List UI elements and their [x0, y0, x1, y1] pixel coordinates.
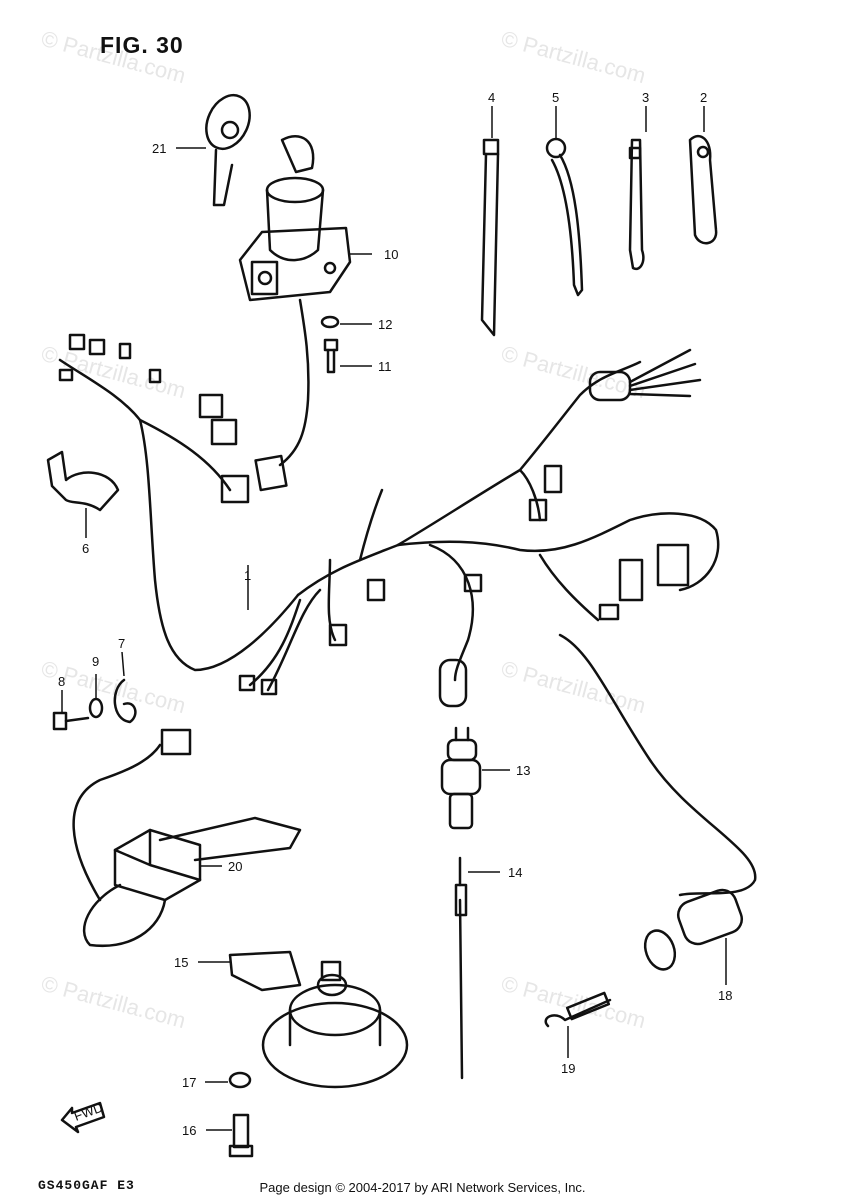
- clamp-part-5: [545, 137, 584, 297]
- callout-14: 14: [508, 865, 522, 880]
- spring-part-14: [454, 856, 468, 1080]
- callout-7: 7: [118, 636, 125, 651]
- clamp-part-3: [628, 138, 645, 271]
- key-part-21: [205, 94, 251, 207]
- watermark: © Partzilla.com: [499, 26, 649, 89]
- callout-12: 12: [378, 317, 392, 332]
- ignition-switch-part-10: [238, 135, 352, 492]
- figure-title: FIG. 30: [100, 32, 184, 58]
- clip-part-7: [113, 678, 137, 724]
- nut-part-17: [228, 1071, 252, 1089]
- callout-9: 9: [92, 654, 99, 669]
- band-part-2: [688, 134, 718, 245]
- washer-part-9: [88, 697, 104, 719]
- callout-10: 10: [384, 247, 398, 262]
- callout-15: 15: [174, 955, 188, 970]
- callout-20: 20: [228, 859, 242, 874]
- watermark: © Partzilla.com: [499, 656, 649, 719]
- watermark: © Partzilla.com: [39, 971, 189, 1034]
- watermark: © Partzilla.com: [499, 971, 649, 1034]
- callout-3: 3: [642, 90, 649, 105]
- bolt-part-16: [228, 1113, 254, 1158]
- leader-lines: [61, 106, 727, 1131]
- callout-19: 19: [561, 1061, 575, 1076]
- front-direction-arrow-icon: [60, 1101, 106, 1134]
- callout-6: 6: [82, 541, 89, 556]
- callout-1: 1: [244, 568, 251, 583]
- wiring-harness-part-1: [58, 333, 720, 708]
- front-arrow-label: FWD: [72, 1100, 105, 1124]
- callout-13: 13: [516, 763, 530, 778]
- footer-copyright: Page design © 2004-2017 by ARI Network S…: [259, 1180, 586, 1195]
- cable-tie-part-4: [480, 138, 500, 337]
- callout-11: 11: [378, 359, 392, 374]
- callout-18: 18: [718, 988, 732, 1003]
- callout-5: 5: [552, 90, 559, 105]
- model-code: GS450GAF E3: [38, 1178, 135, 1193]
- spring-part-19: [544, 991, 612, 1028]
- callout-21: 21: [152, 141, 166, 156]
- switch-part-13: [440, 726, 482, 830]
- callout-2: 2: [700, 90, 707, 105]
- callout-17: 17: [182, 1075, 196, 1090]
- callout-16: 16: [182, 1123, 196, 1138]
- bracket-part-6: [46, 450, 120, 512]
- washer-part-12: [320, 315, 340, 329]
- relay-part-20: [72, 728, 302, 948]
- switch-part-18: [558, 633, 757, 971]
- watermark: © Partzilla.com: [499, 341, 649, 404]
- callout-4: 4: [488, 90, 495, 105]
- bolt-part-11: [323, 338, 339, 374]
- horn-part-15: [228, 950, 409, 1089]
- watermarks: © Partzilla.com © Partzilla.com © Partzi…: [39, 26, 649, 1034]
- callout-8: 8: [58, 674, 65, 689]
- screw-part-8: [52, 711, 90, 731]
